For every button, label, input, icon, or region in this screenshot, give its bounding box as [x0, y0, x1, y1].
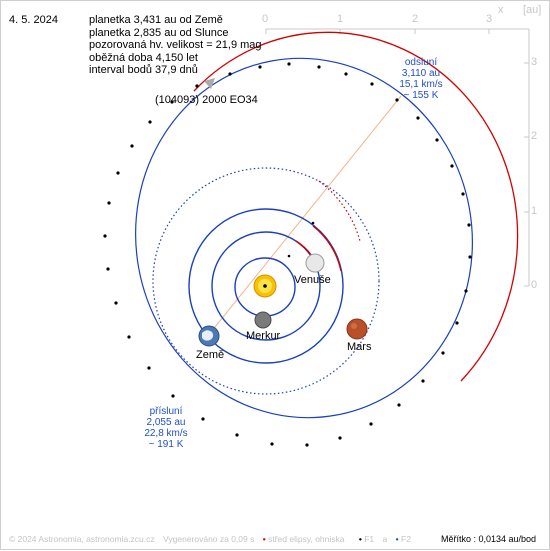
asteroid-marker-icon — [204, 78, 215, 89]
mercury-label: Merkur — [246, 330, 281, 342]
perihelion-temp: ~ 191 K — [148, 439, 184, 450]
x-tick-1: 1 — [337, 13, 344, 25]
y-tick-0: 0 — [531, 279, 538, 291]
aphelion-speed: 15,1 km/s — [399, 79, 443, 90]
red-dot-icon: • — [262, 534, 266, 544]
x-tick-2: 2 — [412, 13, 419, 25]
blue-dot-icon: • — [395, 534, 399, 544]
earth-orbit — [188, 208, 344, 364]
footer-copyright: © 2024 Astronomia, astronomia.zcu.cz — [9, 534, 155, 544]
y-tick-1: 1 — [531, 205, 538, 217]
apsidal-line — [206, 95, 402, 338]
asteroid-name: (104093) 2000 EO34 — [155, 94, 258, 106]
date-label: 4. 5. 2024 — [9, 14, 58, 26]
legend-foci: • F1 a • F2 — [358, 534, 411, 544]
aphelion-note: odsluní 3,110 au 15,1 km/s ~ 155 K — [386, 57, 456, 101]
earth-label: Země — [196, 349, 225, 361]
mars-label: Mars — [347, 341, 372, 353]
perihelion-distance: 2,055 au — [146, 417, 186, 428]
info-period: oběžná doba 4,150 let — [89, 51, 198, 64]
perihelion-speed: 22,8 km/s — [144, 428, 188, 439]
info-earth-distance: planetka 3,431 au od Země — [89, 14, 223, 26]
legend-center: • střed elipsy, ohniska — [262, 534, 345, 544]
venus-label: Venuše — [294, 274, 331, 286]
footer-generated: Vygenerováno za 0,09 s — [163, 534, 255, 544]
y-tick-3: 3 — [531, 56, 538, 68]
mars-orbit — [152, 167, 380, 395]
venus-icon — [305, 253, 325, 273]
x-tick-3: 3 — [486, 13, 493, 25]
perihelion-label: přísluní — [149, 406, 183, 417]
black-dot-icon: • — [358, 534, 362, 544]
x-tick-0: 0 — [262, 13, 269, 25]
x-unit-label: x — [498, 4, 504, 16]
mars-icon — [346, 318, 368, 340]
aphelion-temp: ~ 155 K — [403, 90, 439, 101]
footer: © 2024 Astronomia, astronomia.zcu.cz Vyg… — [9, 534, 423, 544]
y-unit-label: [au] — [523, 4, 542, 16]
aphelion-label: odsluní — [404, 57, 438, 68]
axis-ticks — [265, 29, 529, 287]
mercury-icon — [254, 311, 272, 329]
scale-label: Měřítko : 0,0134 au/bod — [441, 534, 537, 544]
perihelion-note: přísluní 2,055 au 22,8 km/s ~ 191 K — [131, 406, 201, 450]
info-sun-distance: planetka 2,835 au od Slunce — [89, 26, 229, 39]
asteroid-info: planetka 3,431 au od Země planetka 2,835… — [89, 14, 262, 77]
asteroid-orbit — [135, 57, 473, 419]
orbit-points — [103, 62, 472, 447]
venus-orbit — [211, 231, 321, 341]
y-tick-2: 2 — [531, 130, 538, 142]
aphelion-distance: 3,110 au — [401, 68, 441, 79]
info-magnitude: pozorovaná hv. velikost = 21,9 mag — [89, 39, 262, 51]
info-interval: interval bodů 37,9 dnů — [89, 64, 198, 76]
